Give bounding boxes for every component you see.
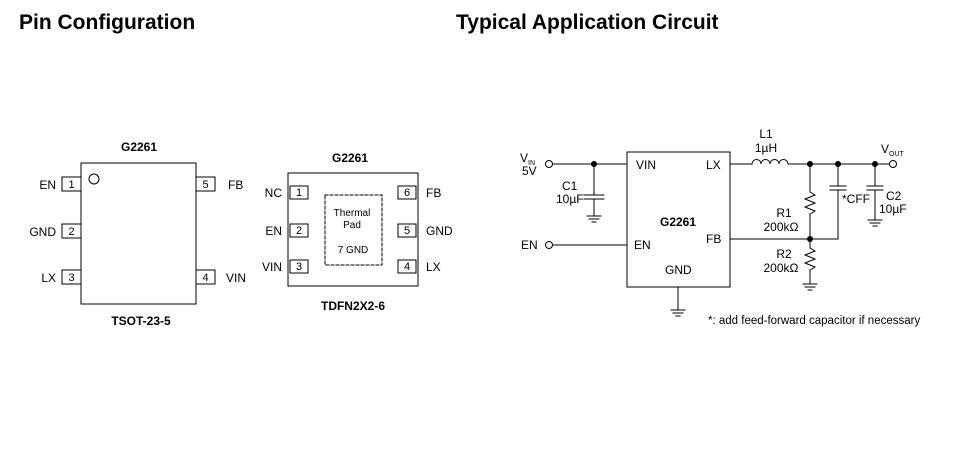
svg-text:1: 1 [296,187,302,199]
svg-text:2: 2 [68,226,74,238]
tsot-part-label: G2261 [121,140,157,154]
en-label: EN [521,238,538,252]
thermal-pad [324,194,383,266]
svg-text:1: 1 [68,179,74,191]
svg-text:4: 4 [202,272,208,284]
thermal-pad-line3: 7 GND [338,245,369,256]
vin-label: VIN [520,151,535,167]
tdfn-body [287,172,419,287]
svg-text:FB: FB [228,178,243,192]
tsot-package-label: TSOT-23-5 [111,314,171,328]
tsot-pin-5: 5 FB [195,176,243,192]
tdfn-pin-4: 4 LX [397,259,441,274]
tsot-pin-4: 4 VIN [195,269,246,285]
ic-part-label: G2261 [660,215,696,229]
application-circuit [545,151,897,317]
vout-label: VOUT [881,142,905,158]
thermal-pad-line1: Thermal [334,208,371,219]
r1-resistor [803,191,817,215]
thermal-pad-line2: Pad [343,220,361,231]
svg-text:GND: GND [29,225,56,239]
r1-value: 200kΩ [764,220,799,234]
ic-fb-pin: FB [706,232,721,246]
r2-value: 200kΩ [764,261,799,275]
svg-text:EN: EN [265,224,282,238]
ic-vin-pin: VIN [636,158,656,172]
svg-text:3: 3 [296,261,302,273]
l1-name: L1 [759,127,773,141]
c1-name: C1 [562,179,578,193]
svg-text:NC: NC [265,186,283,200]
c2-value: 10µF [879,202,907,216]
tdfn-pin-6: 6 FB [397,185,441,200]
svg-text:5: 5 [202,179,208,191]
r2-resistor [803,247,817,271]
tsot-pin-1: 1 EN [39,176,82,192]
svg-text:VIN: VIN [262,260,282,274]
svg-text:EN: EN [39,178,56,192]
ic-gnd-pin: GND [665,263,692,277]
tsot-pin-3: 3 LX [41,269,82,285]
vin-terminal [545,160,553,168]
circuit-labels: VIN 5V EN C1 10µF VIN LX G2261 EN FB GND… [520,127,920,327]
svg-text:LX: LX [41,271,56,285]
vin-value: 5V [522,164,537,178]
tdfn-part-label: G2261 [332,151,368,165]
svg-text:5: 5 [404,225,410,237]
cff-label: *CFF [842,192,870,206]
pin-configuration-heading: Pin Configuration [19,11,196,34]
tdfn-pin-1: 1 NC [265,185,309,200]
pin1-marker [88,173,100,185]
svg-text:VIN: VIN [226,271,246,285]
ic-en-pin: EN [634,238,651,252]
svg-text:6: 6 [404,187,410,199]
ic-lx-pin: LX [706,158,721,172]
svg-text:FB: FB [426,186,441,200]
tdfn-package: G2261 Thermal Pad 7 GND 1 NC 2 EN 3 VIN … [262,151,453,313]
svg-text:3: 3 [68,272,74,284]
svg-text:LX: LX [426,260,441,274]
tsot-package: G2261 1 EN 2 GND 3 LX 5 FB 4 VIN TSOT-2 [29,140,246,328]
l1-inductor [751,159,789,165]
svg-text:2: 2 [296,225,302,237]
l1-value: 1µH [755,141,777,155]
en-terminal [545,241,553,249]
tdfn-pin-3: 3 VIN [262,259,309,274]
tsot-body [80,162,197,305]
r2-name: R2 [776,247,792,261]
tdfn-package-label: TDFN2X2-6 [321,299,385,313]
tdfn-pin-2: 2 EN [265,223,309,238]
svg-text:GND: GND [426,224,453,238]
feed-forward-note: *: add feed-forward capacitor if necessa… [708,315,920,327]
tsot-pin-2: 2 GND [29,223,82,239]
c2-name: C2 [886,189,902,203]
r1-name: R1 [776,206,792,220]
svg-text:4: 4 [404,261,410,273]
c1-value: 10µF [556,192,584,206]
vout-terminal [889,160,897,168]
tdfn-pin-5: 5 GND [397,223,453,238]
typical-application-heading: Typical Application Circuit [456,11,719,34]
